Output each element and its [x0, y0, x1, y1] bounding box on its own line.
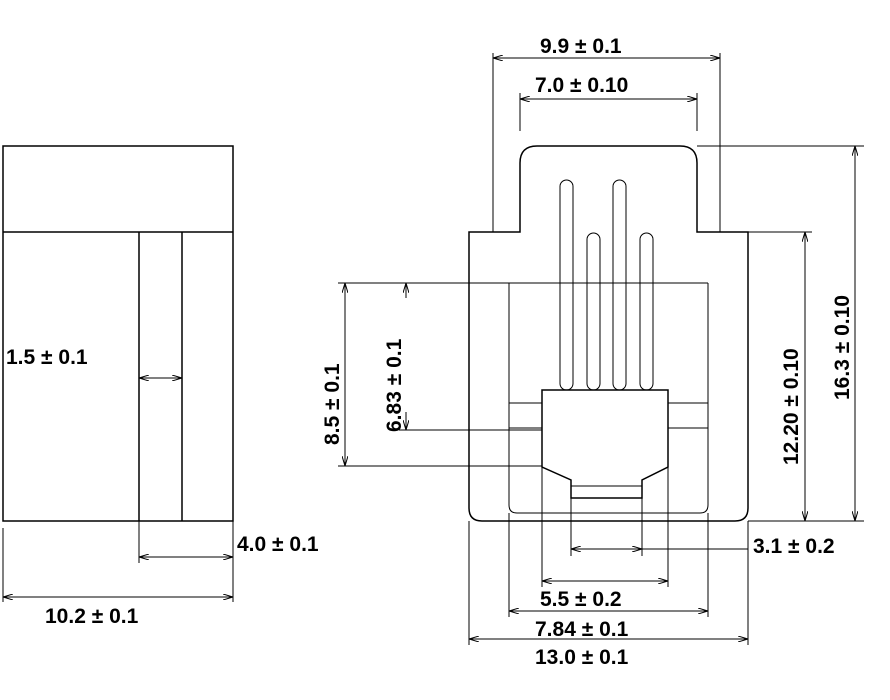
dim-inner-width-label: 4.0 ± 0.1 [237, 533, 319, 556]
dim-body-height: 12.20 ± 0.10 [748, 231, 812, 521]
dim-base-width-label: 5.5 ± 0.2 [540, 588, 622, 611]
front-view: 9.9 ± 0.1 7.0 ± 0.10 16.3 ± 0.10 12.20 ±… [321, 35, 864, 669]
dim-overall-height: 16.3 ± 0.10 [697, 145, 864, 522]
dim-center-width: 3.1 ± 0.2 [570, 498, 835, 558]
pin-3 [586, 232, 601, 391]
dim-top-inner-width: 7.0 ± 0.10 [519, 74, 698, 131]
dim-overall-width-side-label: 10.2 ± 0.1 [45, 605, 139, 628]
dim-pin-height: 8.5 ± 0.1 [321, 282, 542, 467]
dim-overall-width-front: 13.0 ± 0.1 [468, 521, 749, 669]
latch-tab-right [667, 402, 709, 429]
pin-4 [639, 232, 654, 391]
dim-overall-height-label: 16.3 ± 0.10 [831, 295, 854, 400]
dim-top-width-label: 9.9 ± 0.1 [540, 35, 622, 58]
latch-tab-left [508, 402, 543, 429]
dim-pin-height-label: 8.5 ± 0.1 [321, 363, 344, 445]
dim-pin-offset: 6.83 ± 0.1 [383, 283, 542, 432]
front-view-outline [468, 145, 749, 522]
front-view-inner-opening [508, 283, 709, 514]
dim-wall-thickness-label: 1.5 ± 0.1 [6, 346, 88, 369]
dim-inner-width: 4.0 ± 0.1 [138, 521, 319, 563]
pin-2 [612, 179, 627, 391]
dim-opening-width: 7.84 ± 0.1 [508, 513, 709, 641]
dim-top-inner-width-label: 7.0 ± 0.10 [535, 74, 628, 97]
dim-base-width: 5.5 ± 0.2 [540, 467, 669, 611]
dim-opening-width-label: 7.84 ± 0.1 [535, 618, 629, 641]
dim-wall-thickness: 1.5 ± 0.1 [6, 346, 182, 378]
dim-body-height-label: 12.20 ± 0.10 [780, 348, 803, 465]
dim-overall-width-side: 10.2 ± 0.1 [2, 528, 234, 628]
dim-pin-offset-label: 6.83 ± 0.1 [383, 338, 406, 432]
dim-center-width-label: 3.1 ± 0.2 [753, 535, 835, 558]
latch-block [541, 389, 669, 499]
dim-top-width: 9.9 ± 0.1 [492, 35, 721, 232]
dim-overall-width-front-label: 13.0 ± 0.1 [535, 646, 629, 669]
side-view-outline [2, 145, 234, 522]
pin-1 [559, 179, 574, 391]
side-view: 1.5 ± 0.1 4.0 ± 0.1 10.2 ± 0.1 [2, 145, 319, 628]
